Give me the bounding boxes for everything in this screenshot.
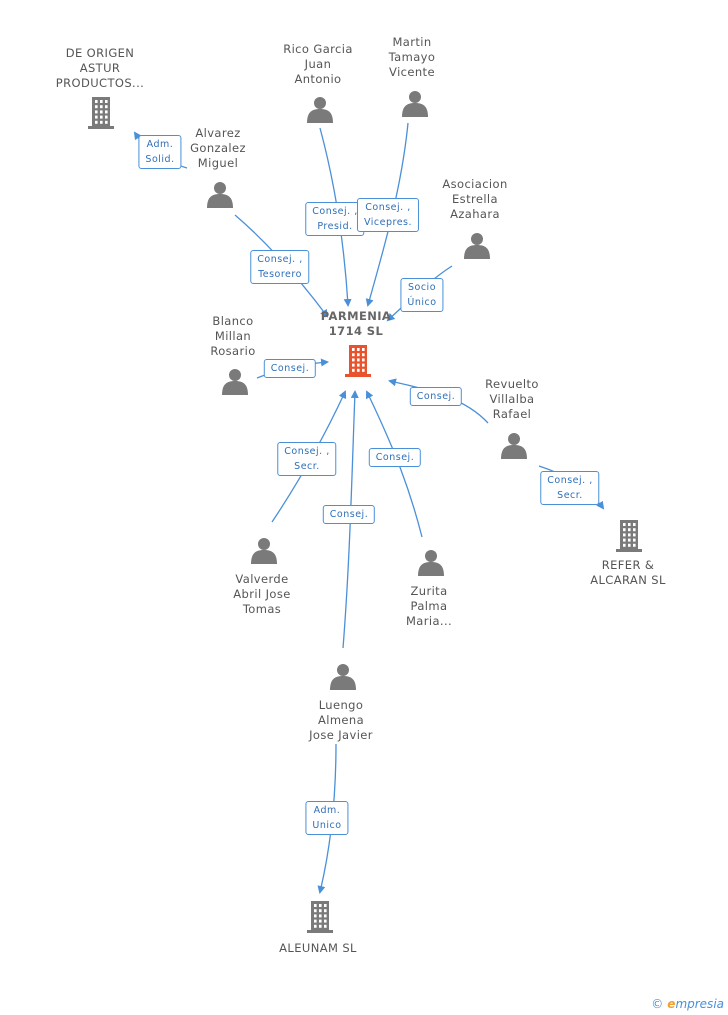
node-label-refer[interactable]: REFER & ALCARAN SL <box>590 558 666 587</box>
person-icon-asociacion <box>464 233 490 259</box>
relation-badge-consej-blanco: Consej. <box>263 359 317 378</box>
person-icon-revuelto <box>501 433 527 459</box>
node-label-martin[interactable]: Martin Tamayo Vicente <box>388 35 436 79</box>
node-label-blanco[interactable]: Blanco Millan Rosario <box>210 314 256 358</box>
node-label-asociacion[interactable]: Asociacion Estrella Azahara <box>442 177 508 221</box>
node-label-de-origen[interactable]: DE ORIGEN ASTUR PRODUCTOS... <box>55 46 145 90</box>
center-company-label[interactable]: PARMENIA 1714 SL <box>320 309 392 338</box>
relation-badge-consej-revuelto: Consej. <box>409 387 463 406</box>
node-label-zurita[interactable]: Zurita Palma Maria... <box>405 584 453 628</box>
person-icon-rico <box>307 97 333 123</box>
node-label-valverde[interactable]: Valverde Abril Jose Tomas <box>233 572 291 616</box>
person-icon-martin <box>402 91 428 117</box>
building-icon-aleunam <box>307 901 333 933</box>
node-label-luengo[interactable]: Luengo Almena Jose Javier <box>309 698 373 742</box>
relation-badge-adm-solid: Adm. Solid. <box>138 135 182 169</box>
person-icon-zurita <box>418 550 444 576</box>
node-label-revuelto[interactable]: Revuelto Villalba Rafael <box>485 377 539 421</box>
relation-badge-consej-secr-refer: Consej. , Secr. <box>540 471 600 505</box>
brand-initial: e <box>667 997 676 1011</box>
node-label-rico[interactable]: Rico Garcia Juan Antonio <box>283 42 353 86</box>
node-icons <box>88 91 642 933</box>
copyright-icon: © <box>651 997 664 1011</box>
person-icon-blanco <box>222 369 248 395</box>
relation-badge-consej-presid: Consej. , Presid. <box>305 202 365 236</box>
person-icon-luengo <box>330 664 356 690</box>
relation-badge-consej-vicepres: Consej. , Vicepres. <box>356 198 420 232</box>
node-label-aleunam[interactable]: ALEUNAM SL <box>279 941 357 955</box>
building-icon-de-origen <box>88 97 114 129</box>
empresia-watermark: ©empresia <box>651 997 724 1011</box>
center-building-icon <box>345 345 371 377</box>
relation-badge-consej-tesorero: Consej. , Tesorero <box>250 250 310 284</box>
person-icon-alvarez <box>207 182 233 208</box>
person-icon-valverde <box>251 538 277 564</box>
relation-badge-adm-unico: Adm. Unico <box>305 801 349 835</box>
building-icon-refer <box>616 520 642 552</box>
relation-badge-socio-unico: Socio Único <box>400 278 444 312</box>
brand-text: mpresia <box>675 997 724 1011</box>
relation-badge-consej-zurita: Consej. <box>368 448 422 467</box>
relation-badge-consej-luengo: Consej. <box>322 505 376 524</box>
relation-badge-consej-secr-valverde: Consej. , Secr. <box>277 442 337 476</box>
node-label-alvarez[interactable]: Alvarez Gonzalez Miguel <box>190 126 246 170</box>
edge-9 <box>366 390 423 538</box>
